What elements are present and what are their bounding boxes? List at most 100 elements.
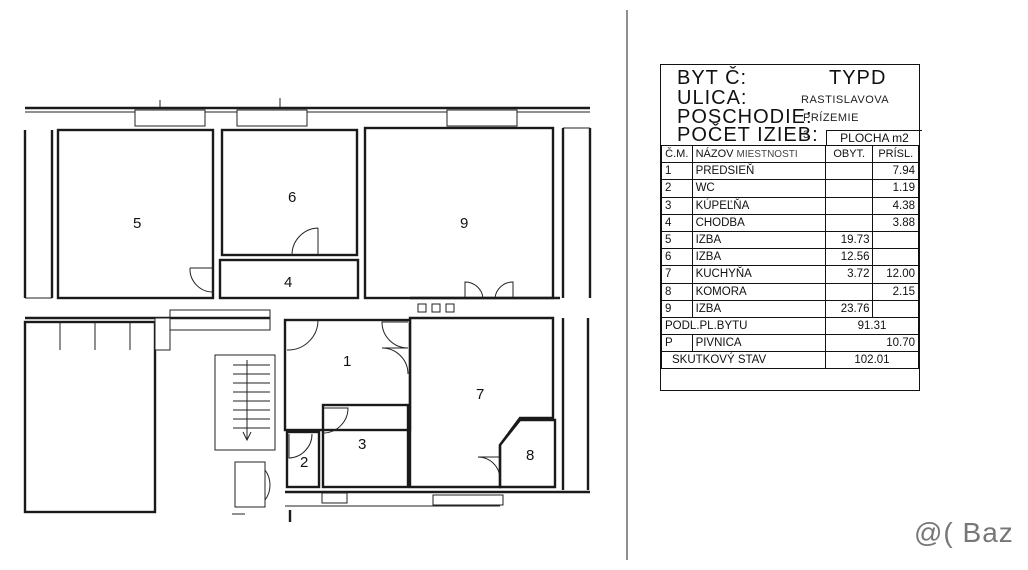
cell-name: IZBA bbox=[691, 299, 826, 318]
window bbox=[446, 109, 518, 127]
cell-no: 1 bbox=[661, 162, 693, 181]
room-label: 8 bbox=[526, 447, 534, 464]
cell-prisl: 1.19 bbox=[872, 179, 919, 198]
room-label: 5 bbox=[133, 215, 141, 232]
cell-obyt: 12.56 bbox=[824, 248, 874, 267]
room-9-outline bbox=[363, 126, 555, 300]
cell-name: KÚPEĽŇA bbox=[691, 196, 826, 215]
col-no: Č.M. bbox=[661, 144, 693, 164]
floor-plan: 5 6 9 4 1 7 3 2 8 bbox=[23, 10, 628, 560]
poschodie-label: POSCHODIE: bbox=[677, 106, 813, 128]
col-prisl: PRÍSL. bbox=[872, 144, 919, 164]
cell-obyt bbox=[824, 196, 874, 215]
shaft bbox=[431, 303, 441, 313]
door bbox=[477, 456, 501, 479]
cell-name: IZBA bbox=[691, 248, 826, 267]
col-name: NÁZOV MIESTNOSTI bbox=[691, 144, 826, 164]
typ-label: TYP: bbox=[829, 67, 878, 89]
pocet-label: POČET IZIEB: bbox=[677, 124, 819, 146]
plocha-label: PLOCHA m2 bbox=[826, 130, 922, 145]
room-3-outline bbox=[321, 403, 410, 489]
col-obyt: OBYT. bbox=[824, 144, 874, 164]
cell-no: 6 bbox=[661, 248, 693, 267]
room-8-outline bbox=[498, 418, 557, 489]
cell-no: 7 bbox=[661, 265, 693, 284]
ulica-label: ULICA: bbox=[677, 87, 748, 109]
cell-no: 5 bbox=[661, 230, 693, 250]
door bbox=[286, 319, 319, 351]
pivnica-name: PIVNICA bbox=[691, 334, 826, 353]
watermark: @( Baz bbox=[914, 517, 1014, 548]
cell-name: KUCHYŇA bbox=[691, 265, 826, 284]
shaft bbox=[445, 303, 455, 313]
podl-label: PODL.PL.BYTU bbox=[661, 316, 826, 336]
door bbox=[189, 267, 214, 293]
room-2-outline bbox=[285, 430, 321, 489]
window bbox=[321, 492, 348, 504]
cell-prisl: 4.38 bbox=[872, 196, 919, 215]
cell-prisl bbox=[872, 230, 919, 250]
cell-obyt: 23.76 bbox=[824, 299, 874, 318]
cell-name: CHODBA bbox=[691, 213, 826, 232]
cell-prisl: 12.00 bbox=[872, 265, 919, 284]
window bbox=[134, 109, 206, 127]
room-label: 4 bbox=[284, 274, 292, 291]
podl-value: 91.31 bbox=[824, 316, 920, 336]
pivnica-no: P bbox=[661, 334, 693, 353]
pocet-value: 3 bbox=[803, 129, 810, 141]
cell-obyt bbox=[824, 213, 874, 232]
cell-prisl: 2.15 bbox=[872, 282, 919, 301]
staircase bbox=[214, 354, 276, 451]
window bbox=[432, 494, 504, 506]
window bbox=[236, 109, 308, 127]
cell-prisl bbox=[872, 248, 919, 267]
room-label: 1 bbox=[343, 353, 351, 370]
cell-no: 2 bbox=[661, 179, 693, 198]
room-label: 9 bbox=[460, 215, 468, 232]
door bbox=[381, 321, 409, 375]
info-header: BYT Č: TYP: D ULICA: RASTISLAVOVA POSCHO… bbox=[661, 65, 922, 146]
cell-name: PREDSIEŇ bbox=[691, 162, 826, 181]
room-5-outline bbox=[56, 128, 215, 300]
cell-prisl: 7.94 bbox=[872, 162, 919, 181]
byt-label: BYT Č: bbox=[677, 67, 748, 89]
cell-obyt bbox=[824, 282, 874, 301]
pivnica-value: 10.70 bbox=[824, 334, 920, 353]
cell-obyt: 19.73 bbox=[824, 230, 874, 250]
door bbox=[322, 407, 349, 434]
cell-obyt: 3.72 bbox=[824, 265, 874, 284]
table-header-row: Č.M. NÁZOV MIESTNOSTI OBYT. PRÍSL. bbox=[661, 144, 919, 164]
cell-no: 8 bbox=[661, 282, 693, 301]
room-4-outline bbox=[218, 258, 360, 300]
shaft bbox=[417, 303, 427, 313]
cell-name: IZBA bbox=[691, 230, 826, 250]
ulica-value: RASTISLAVOVA bbox=[801, 94, 890, 106]
skutkovy-label: SKUTKOVÝ STAV bbox=[661, 351, 826, 370]
skutkovy-row: SKUTKOVÝ STAV 102.01 bbox=[661, 351, 920, 370]
cell-no: 3 bbox=[661, 196, 693, 215]
stair-steps bbox=[233, 364, 270, 429]
cell-no: 9 bbox=[661, 299, 693, 318]
door bbox=[288, 433, 313, 459]
podl-row: PODL.PL.BYTU 91.31 bbox=[661, 316, 920, 336]
room-label: 6 bbox=[288, 189, 296, 206]
door bbox=[291, 227, 319, 256]
poschodie-value: PRÍZEMIE bbox=[803, 112, 859, 124]
cell-prisl: 3.88 bbox=[872, 213, 919, 232]
room-6-outline bbox=[220, 128, 359, 257]
door bbox=[464, 281, 514, 299]
typ-value: D bbox=[871, 67, 887, 89]
cell-name: KOMORA bbox=[691, 282, 826, 301]
room-label: 2 bbox=[300, 454, 308, 471]
cell-obyt bbox=[824, 179, 874, 198]
skutkovy-value: 102.01 bbox=[824, 351, 920, 370]
apartment-info-table: BYT Č: TYP: D ULICA: RASTISLAVOVA POSCHO… bbox=[660, 64, 922, 391]
